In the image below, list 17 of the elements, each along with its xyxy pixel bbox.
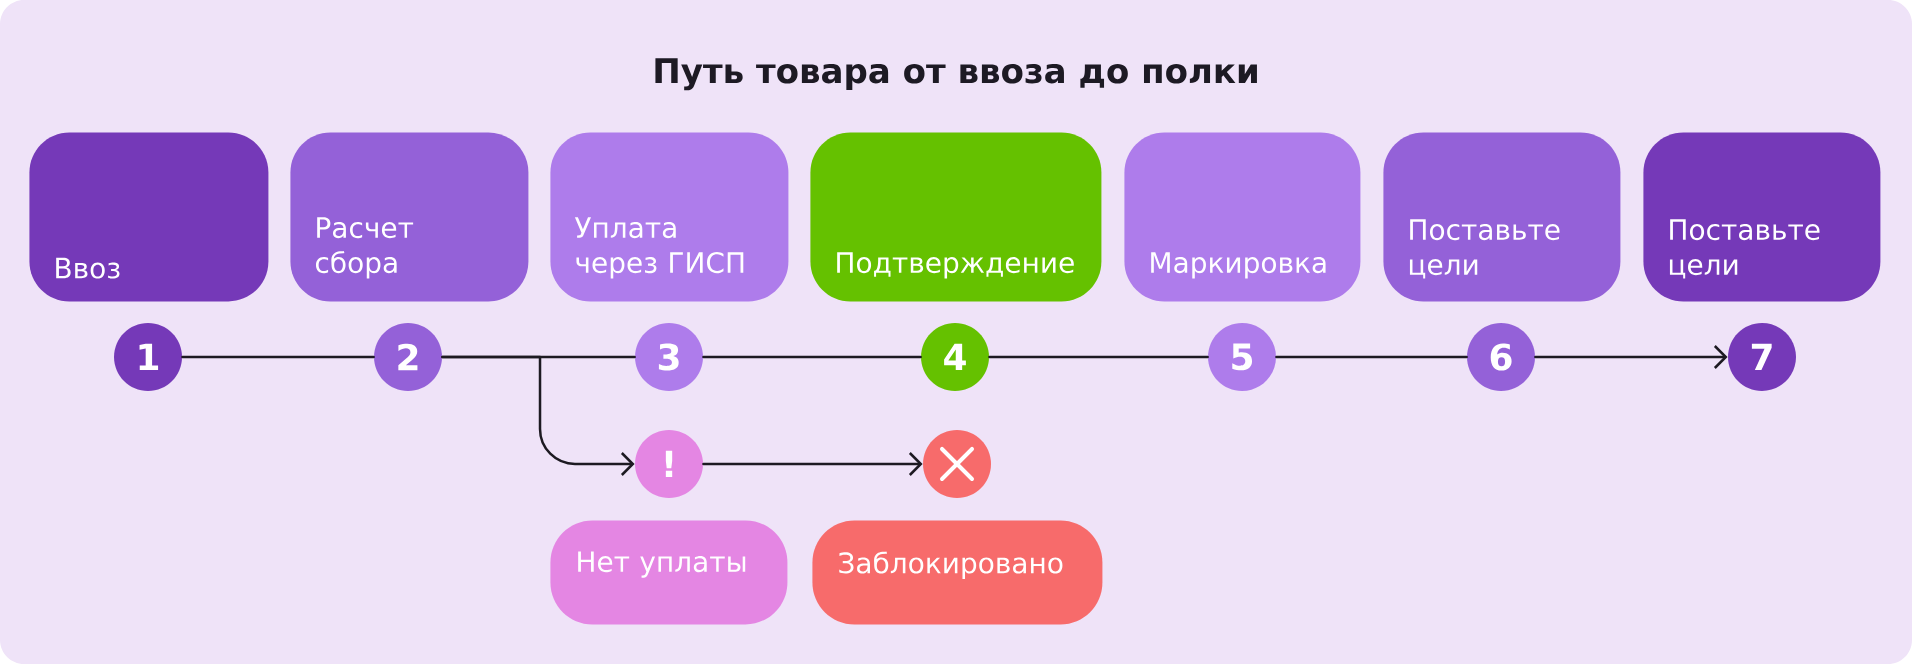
connector-line [181,355,375,359]
arrow [1534,345,1728,369]
step-box: Уплата через ГИСП [550,132,789,302]
step-box: Ввоз [29,132,269,302]
connector-line [1275,355,1468,359]
title: Путь товара от ввоза до полки [655,58,1257,91]
step-box: Расчет сбора [290,132,529,302]
status-box: Заблокировано [812,520,1103,625]
step-box: Маркировка [1124,132,1361,302]
arrow [702,452,923,476]
step-box: Подтверждение [810,132,1102,302]
step-box: Поставьте цели [1643,132,1881,302]
connector-line [702,355,922,359]
connector-line [988,355,1209,359]
step-box: Поставьте цели [1383,132,1621,302]
status-box: Нет уплаты [550,520,788,625]
arrow [441,355,635,476]
